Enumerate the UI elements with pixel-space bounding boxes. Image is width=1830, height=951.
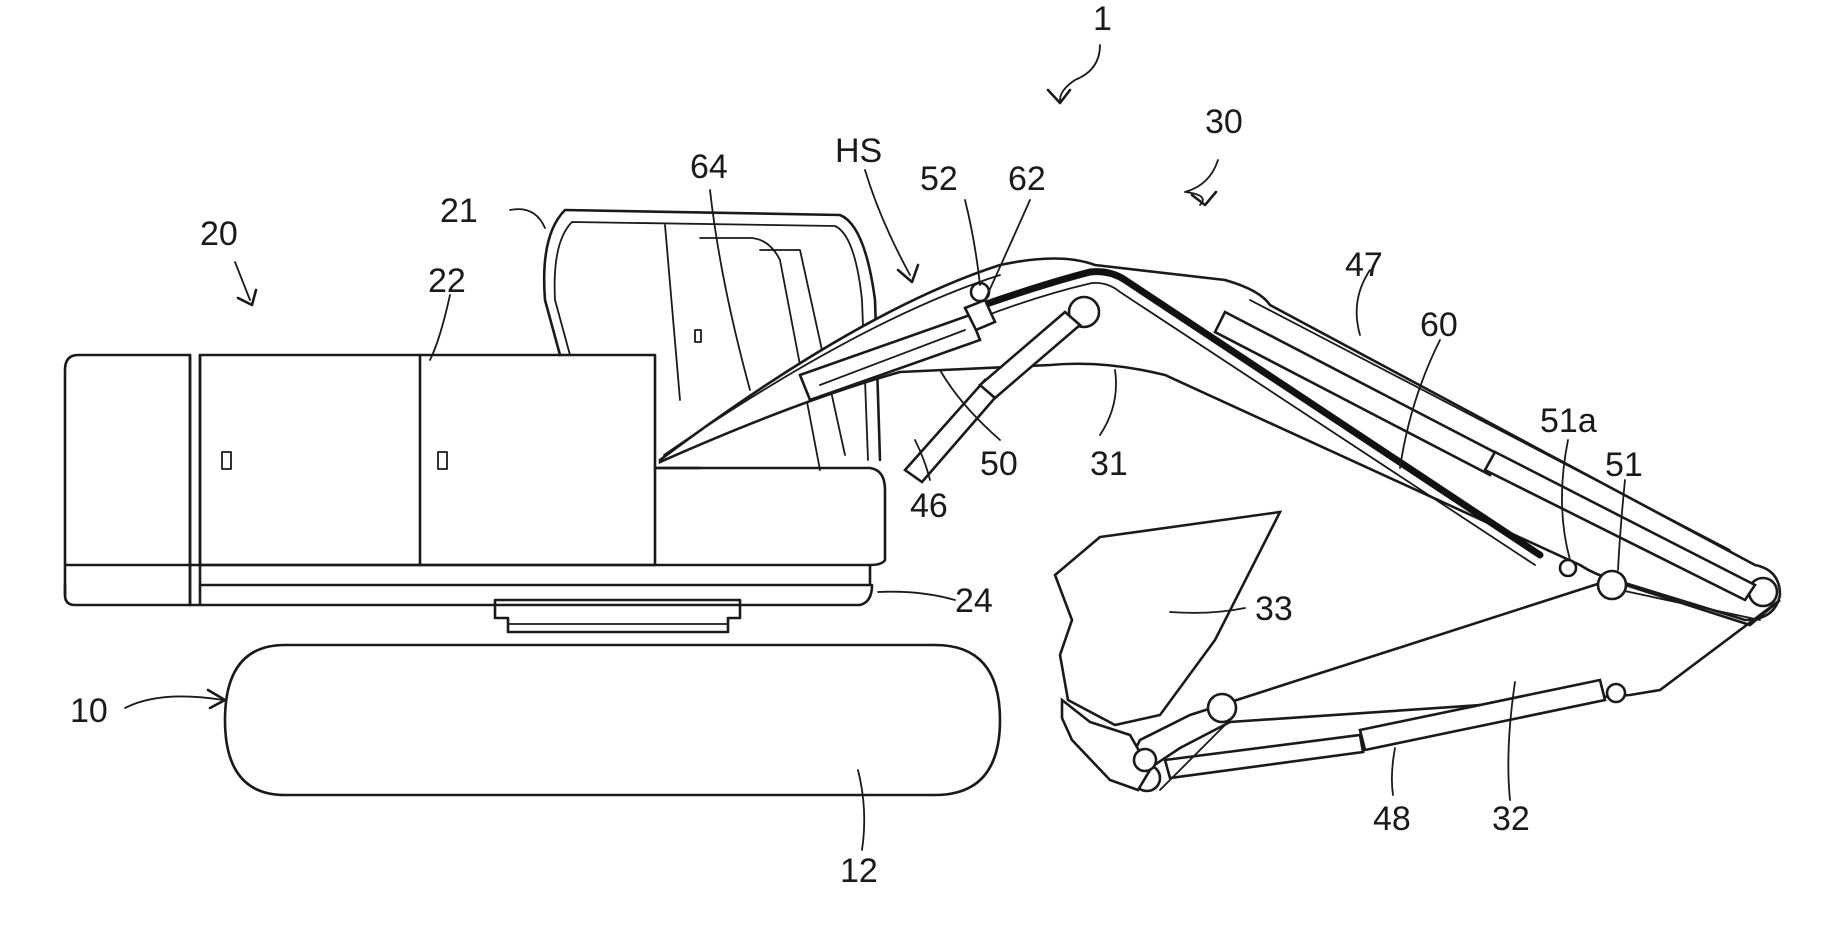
label-62: 62 [1008,160,1046,198]
label-64: 64 [690,148,728,186]
label-31: 31 [1090,445,1128,483]
label-47: 47 [1345,246,1383,284]
arm-cylinder [1215,312,1755,600]
label-52: 52 [920,160,958,198]
label-22: 22 [428,262,466,300]
label-33: 33 [1255,590,1293,628]
label-32: 32 [1492,800,1530,838]
label-51a: 51a [1540,402,1597,440]
label-21: 21 [440,192,478,230]
crawler-track [225,645,1000,795]
label-30: 30 [1205,103,1243,141]
label-24: 24 [955,582,993,620]
label-46: 46 [910,487,948,525]
label-60: 60 [1420,306,1458,344]
label-10: 10 [70,692,108,730]
label-50: 50 [980,445,1018,483]
label-20: 20 [200,215,238,253]
label-HS: HS [835,132,882,170]
label-1: 1 [1093,0,1112,38]
label-48: 48 [1373,800,1411,838]
label-51: 51 [1605,446,1643,484]
label-12: 12 [840,852,878,890]
